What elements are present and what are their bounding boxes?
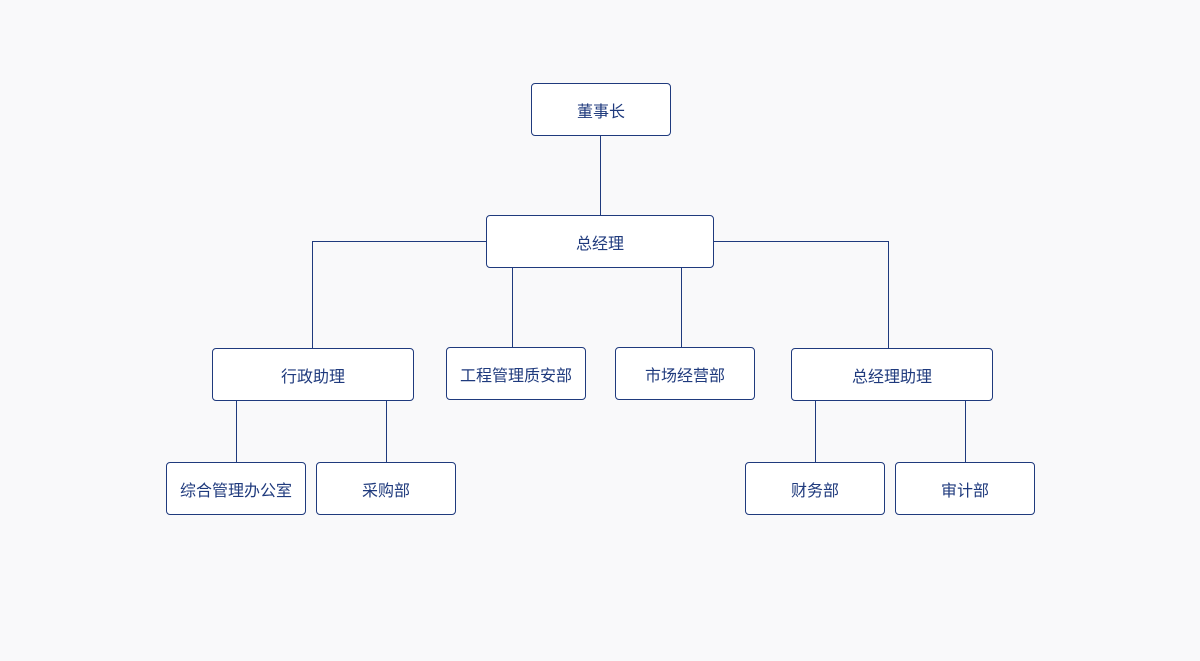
node-engineering-qa: 工程管理质安部 [446,347,586,400]
connector-gm-admin-h [312,241,487,242]
connector-gm-assistant-v [888,241,889,349]
connector-gm-admin-v [312,241,313,349]
node-admin-assistant: 行政助理 [212,348,414,401]
connector-admin-procurement [386,400,387,463]
node-general-manager: 总经理 [486,215,714,268]
connector-admin-office [236,400,237,463]
node-audit: 审计部 [895,462,1035,515]
connector-assistant-finance [815,400,816,463]
connector-gm-engineering [512,267,513,348]
node-gm-assistant: 总经理助理 [791,348,993,401]
node-procurement: 采购部 [316,462,456,515]
node-marketing: 市场经营部 [615,347,755,400]
connector-chairman-gm [600,135,601,216]
node-general-office: 综合管理办公室 [166,462,306,515]
node-finance: 财务部 [745,462,885,515]
connector-assistant-audit [965,400,966,463]
connector-gm-marketing [681,267,682,348]
node-chairman: 董事长 [531,83,671,136]
connector-gm-assistant-h [713,241,889,242]
